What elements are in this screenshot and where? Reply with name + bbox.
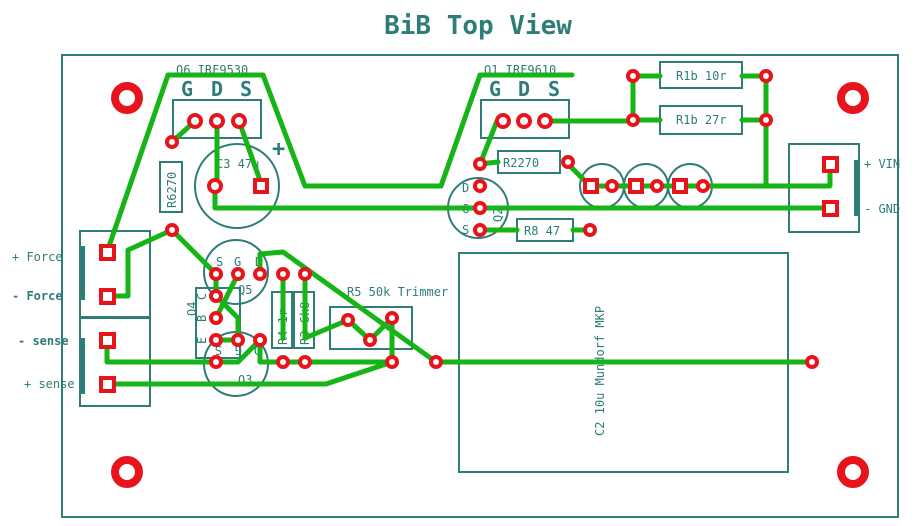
gnd-label: - GND (864, 202, 900, 216)
q4-pin-c: C (195, 293, 209, 300)
mounting-hole-br (837, 456, 869, 488)
mounting-hole-tl (111, 82, 143, 114)
c3-plus: + (272, 137, 285, 162)
q1-pin-s-label: S (548, 77, 560, 101)
sense-connector-key (79, 338, 85, 394)
q1-pin-g-label: G (489, 77, 501, 101)
q4-pin-e: E (195, 337, 209, 344)
force-connector-key (79, 246, 85, 300)
q1-pin-d-label: D (518, 77, 530, 101)
c2-label: C2 10u Mundorf MKP (593, 306, 607, 436)
q5-pin-s: S (216, 255, 223, 269)
q5-pin-g: G (234, 255, 241, 269)
r6-label: R6270 (165, 172, 179, 208)
q5-label: Q5 (238, 283, 252, 297)
q4-pin-b: B (195, 315, 209, 322)
mounting-hole-bl (111, 456, 143, 488)
q2-label: Q2 (491, 208, 505, 222)
q5-outline (203, 239, 269, 305)
r2-label: R2270 (503, 156, 539, 170)
sense-plus-label: + sense (24, 377, 75, 391)
mounting-hole-tr (837, 82, 869, 114)
r1b-top-label: R1b 10r (676, 69, 727, 83)
q2-pin-s: S (462, 223, 469, 237)
board-outline (61, 54, 899, 518)
q4-label: Q4 (185, 302, 199, 316)
q3-pin-s: S (215, 343, 222, 357)
q2-pin-d: D (462, 181, 469, 195)
r8-label: R8 47 (524, 224, 560, 238)
vin-connector-key (854, 160, 860, 216)
pads (99, 69, 869, 488)
vin-label: + VIN (864, 157, 900, 171)
force-minus-label: - Force (12, 289, 63, 303)
force-plus-label: + Force (12, 250, 63, 264)
q3-pin-d: D (254, 343, 261, 357)
q6-pin-g-label: G (181, 77, 193, 101)
q6-pin-s-label: S (240, 77, 252, 101)
page-title: BiB Top View (384, 11, 572, 41)
q6-pin-d-label: D (211, 77, 223, 101)
c3-label: C3 47u (216, 157, 259, 171)
c3-outline (194, 143, 280, 229)
r1b-bot-label: R1b 27r (676, 113, 727, 127)
q3-pin-g: G (235, 343, 242, 357)
sense-minus-label: - sense (18, 334, 69, 348)
r6-outline (159, 161, 183, 213)
r5-label: R5 50k Trimmer (347, 285, 448, 299)
